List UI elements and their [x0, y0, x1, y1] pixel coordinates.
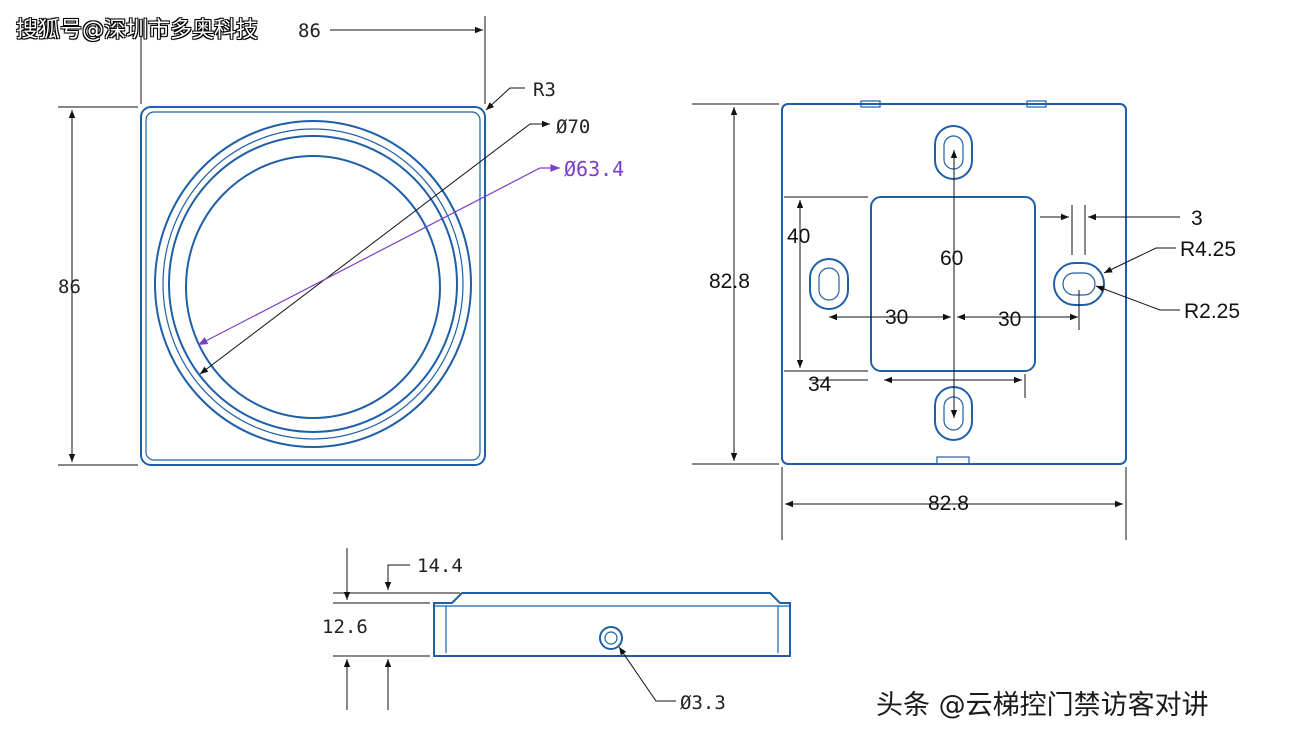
- watermark-top: 搜狐号@深圳市多奥科技: [16, 18, 259, 43]
- offset-left-label: 30: [885, 306, 908, 329]
- side-view: 12.6 14.4 Ø3.3: [322, 548, 791, 714]
- total-height-label: 14.4: [417, 555, 463, 577]
- slot-left: [809, 258, 849, 310]
- slot-spacing-label: 60: [940, 247, 963, 270]
- offset-right-label: 30: [998, 308, 1021, 331]
- inner-diameter-label: Ø63.4: [564, 157, 624, 181]
- front-width-label: 86: [298, 20, 321, 42]
- top-tab-left: [860, 100, 881, 108]
- slot-width-label: 3: [1191, 207, 1203, 230]
- back-width-label: 82.8: [928, 492, 969, 515]
- back-height-label: 82.8: [709, 270, 750, 293]
- front-height-label: 86: [58, 276, 81, 298]
- box-width-label: 34: [808, 373, 832, 396]
- bottom-tab: [936, 456, 970, 465]
- front-view: 86 86 R3 Ø70 Ø63.4: [58, 16, 624, 466]
- outer-radius-label: R4.25: [1180, 238, 1236, 261]
- center-box: [870, 196, 1036, 372]
- ring-mid: [162, 128, 464, 440]
- box-height-label: 40: [787, 225, 810, 248]
- hole-diameter-label: Ø3.3: [680, 692, 726, 714]
- ring-inner: [168, 135, 458, 433]
- side-hole-inner: [604, 631, 618, 645]
- top-tab-right: [1026, 100, 1047, 108]
- side-hole-outer: [599, 626, 623, 650]
- watermark-bottom: 头条 @云梯控门禁访客对讲: [876, 690, 1209, 721]
- ring-opening: [185, 155, 441, 419]
- ring-outer: [154, 120, 472, 448]
- outer-diameter-label: Ø70: [556, 116, 590, 138]
- corner-radius-label: R3: [533, 79, 556, 101]
- side-body-outline: [433, 592, 791, 657]
- inner-radius-label: R2.25: [1184, 300, 1240, 323]
- back-view: 82.8 82.8 60 40 30 30 34 3 R4.25: [692, 100, 1240, 540]
- base-height-label: 12.6: [322, 616, 368, 638]
